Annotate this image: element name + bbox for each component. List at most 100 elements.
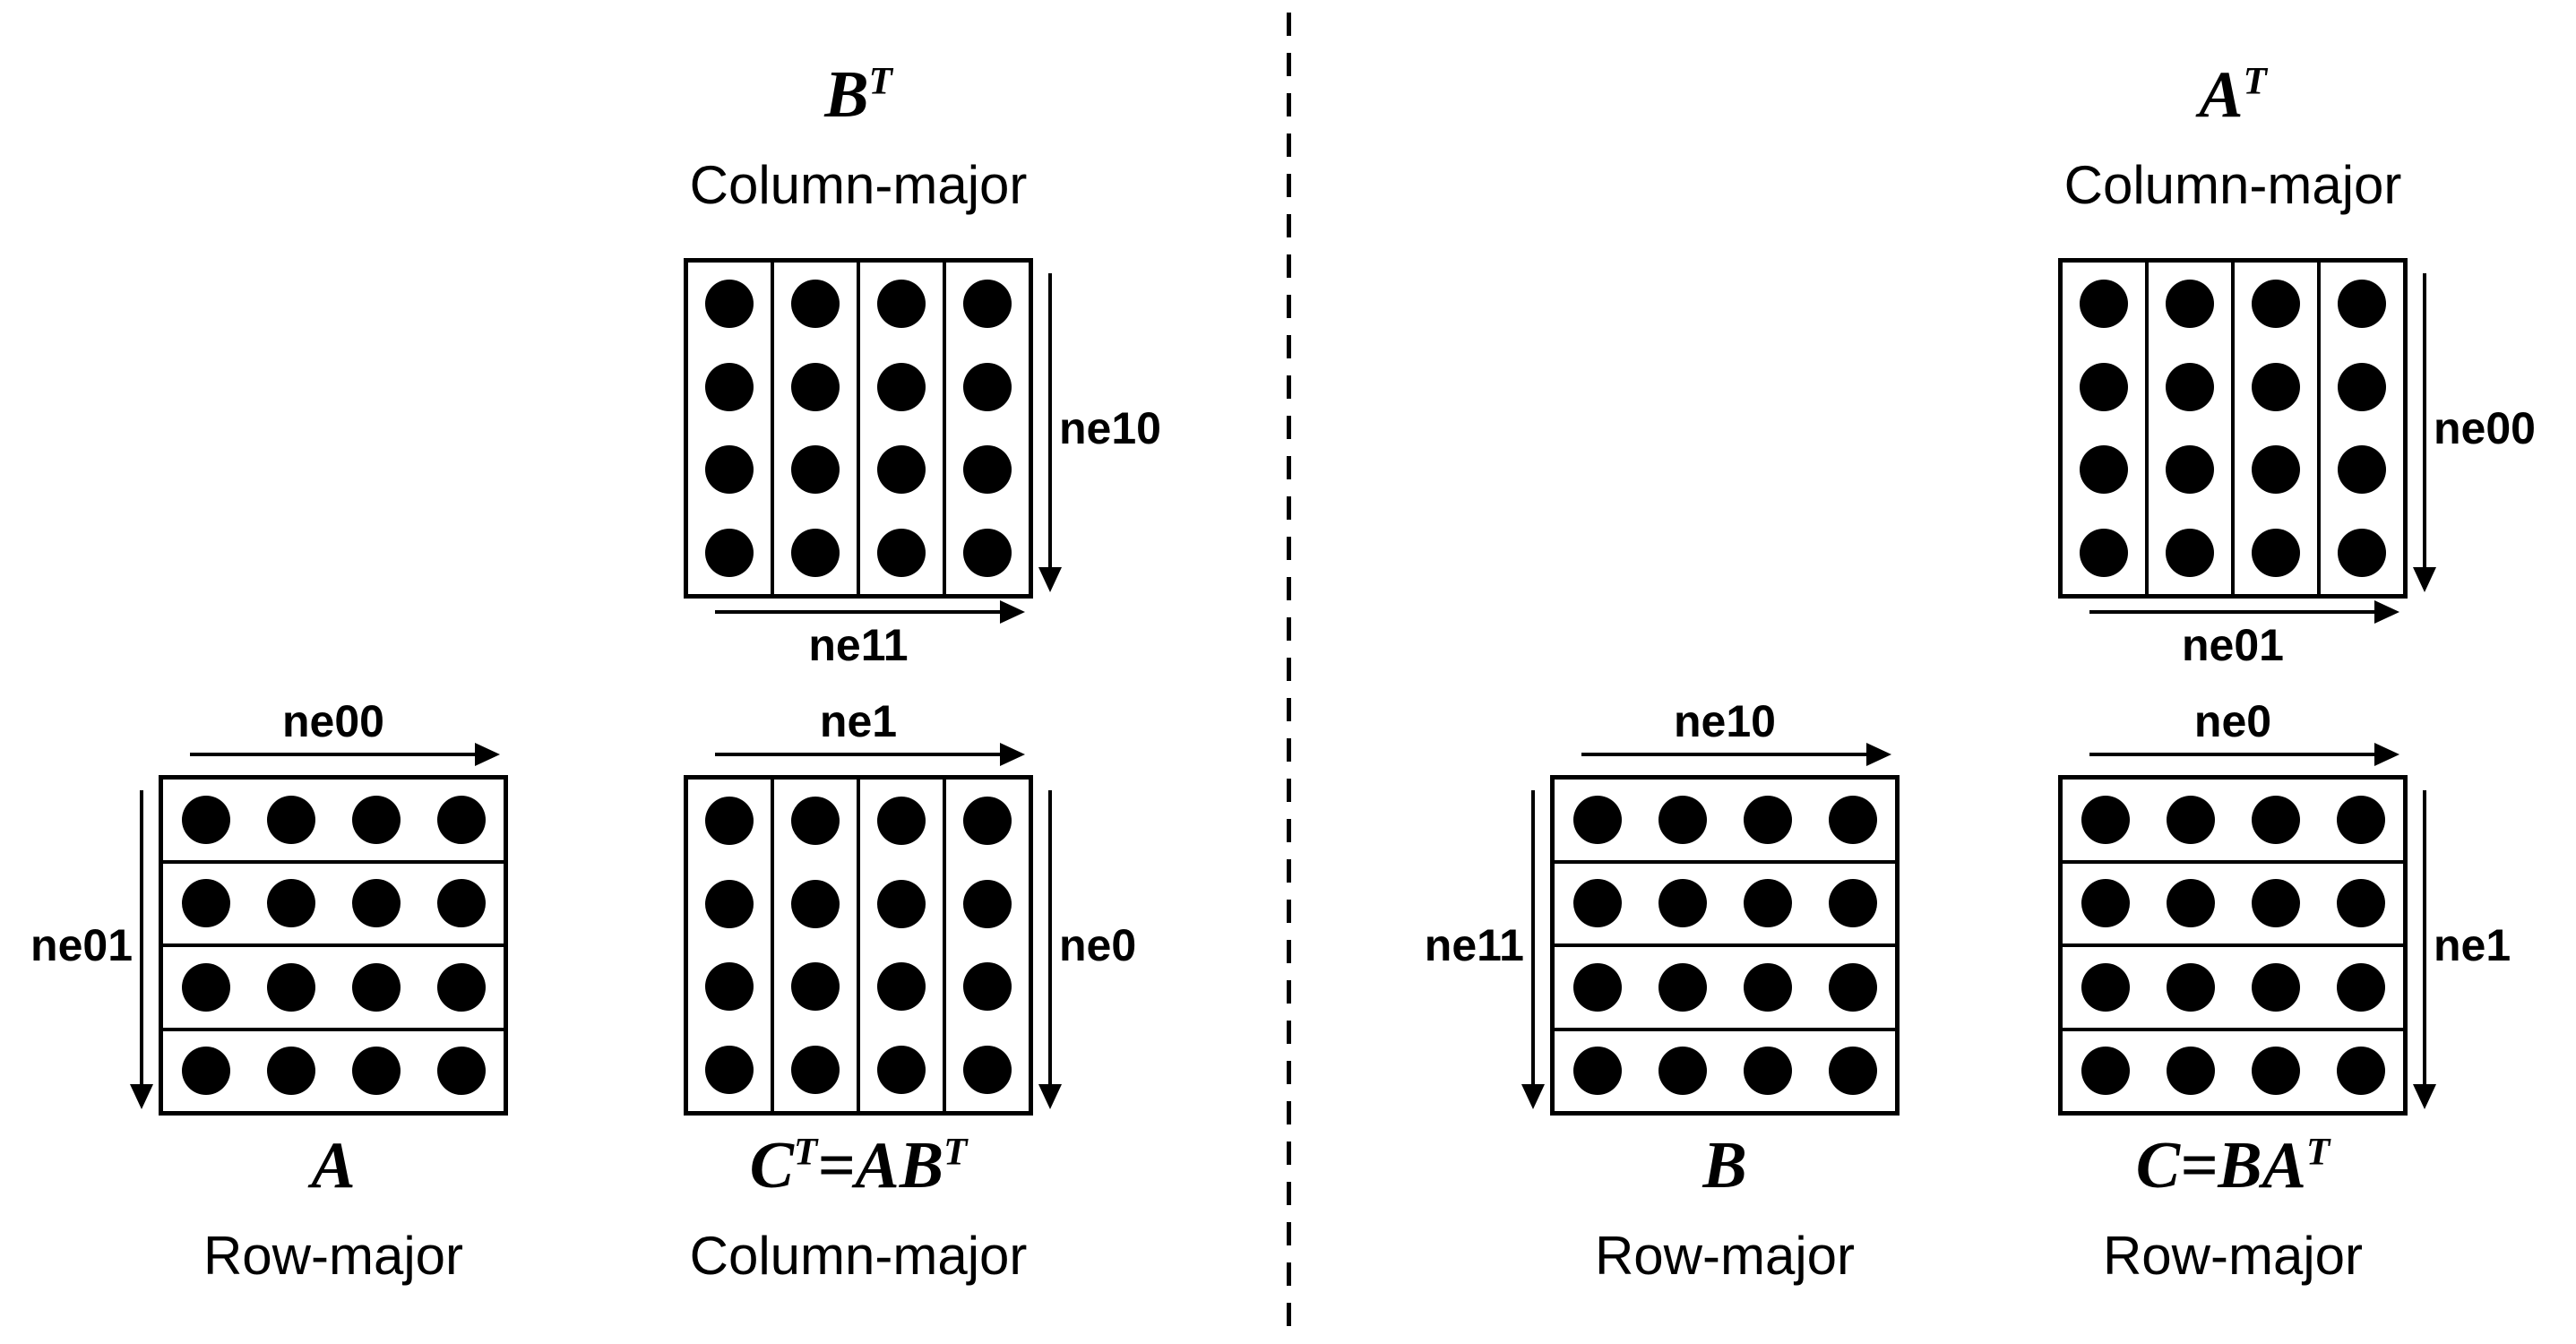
matrix-element-dot bbox=[436, 795, 486, 844]
matrix-element-dot bbox=[877, 962, 926, 1012]
matrix-grid bbox=[688, 263, 1029, 594]
arrow-right-icon bbox=[190, 753, 477, 756]
matrix-element-dot bbox=[963, 962, 1012, 1012]
matrix-element-dot bbox=[2336, 962, 2385, 1012]
matrix-element-dot bbox=[2251, 879, 2300, 928]
matrix-element-dot bbox=[963, 528, 1012, 577]
matrix-element-dot bbox=[705, 797, 754, 846]
matrix-element-dot bbox=[2166, 879, 2215, 928]
matrix-element-dot bbox=[1743, 962, 1792, 1012]
matrix-element-dot bbox=[2166, 962, 2215, 1012]
matrix-title: AT bbox=[2199, 58, 2267, 132]
superscript: T bbox=[868, 60, 892, 103]
matrix-a-transpose: AT Column-major ne00 ne01 bbox=[2058, 62, 2536, 668]
matrix-element-dot bbox=[963, 362, 1012, 411]
matrix-element-dot bbox=[705, 528, 754, 577]
dimension-label: ne10 bbox=[1674, 696, 1776, 746]
matrix-element-dot bbox=[2251, 1047, 2300, 1096]
matrix-element-dot bbox=[266, 1047, 315, 1096]
dimension-label: ne10 bbox=[1059, 403, 1161, 453]
matrix-element-dot bbox=[2338, 280, 2386, 329]
matrix-element-dot bbox=[2336, 795, 2385, 844]
matrix-element-dot bbox=[436, 962, 486, 1012]
dimension-label: ne1 bbox=[819, 696, 898, 746]
layout-label: Column-major bbox=[2063, 155, 2402, 215]
matrix-element-dot bbox=[266, 879, 315, 928]
matrix-element-dot bbox=[963, 1045, 1012, 1094]
row-stripe bbox=[1555, 1027, 1895, 1112]
arrow-down-icon bbox=[140, 790, 143, 1086]
panel-divider bbox=[1287, 13, 1291, 1331]
dimension-label: ne11 bbox=[1424, 920, 1524, 970]
matrix-element-dot bbox=[2080, 362, 2128, 411]
matrix-element-dot bbox=[1828, 962, 1877, 1012]
matrix-b: ne10 ne11 B Row-major bbox=[1425, 699, 1900, 1283]
column-stripe bbox=[857, 780, 943, 1111]
row-stripe bbox=[1555, 943, 1895, 1028]
dimension-label: ne11 bbox=[808, 620, 909, 670]
matrix-element-dot bbox=[351, 962, 401, 1012]
matrix-element-dot bbox=[791, 879, 840, 928]
matrix-title: C=BAT bbox=[2135, 1129, 2330, 1202]
matrix-element-dot bbox=[1572, 795, 1622, 844]
matrix-element-dot bbox=[791, 445, 840, 495]
column-stripe bbox=[771, 263, 857, 594]
matrix-element-dot bbox=[1572, 962, 1622, 1012]
row-stripe bbox=[163, 780, 504, 860]
column-stripe bbox=[688, 780, 771, 1111]
matrix-c-titles: C=BAT Row-major bbox=[2103, 1133, 2363, 1283]
matrix-element-dot bbox=[791, 1045, 840, 1094]
matrix-element-dot bbox=[705, 879, 754, 928]
matrix-b-transpose-titles: BT Column-major bbox=[690, 62, 1028, 212]
matrix-element-dot bbox=[2336, 879, 2385, 928]
matrix-element-dot bbox=[2251, 962, 2300, 1012]
matrix-c: ne0 ne1 C=BAT Row-major bbox=[2058, 699, 2511, 1283]
matrix-element-dot bbox=[705, 280, 754, 329]
matrix-element-dot bbox=[2081, 962, 2130, 1012]
matrix-element-dot bbox=[351, 795, 401, 844]
row-stripe bbox=[2063, 943, 2403, 1028]
matrix-element-dot bbox=[2081, 1047, 2130, 1096]
matrix-grid bbox=[2063, 263, 2403, 594]
dimension-label: ne0 bbox=[2193, 696, 2272, 746]
matrix-element-dot bbox=[791, 280, 840, 329]
matrix-element-dot bbox=[963, 445, 1012, 495]
dimension-label: ne1 bbox=[2434, 920, 2511, 970]
row-stripe bbox=[2063, 780, 2403, 860]
matrix-element-dot bbox=[1572, 879, 1622, 928]
matrix-element-dot bbox=[2338, 362, 2386, 411]
dimension-label: ne0 bbox=[1059, 920, 1137, 970]
arrow-down-icon bbox=[2423, 273, 2426, 569]
matrix-element-dot bbox=[2338, 445, 2386, 495]
matrix-element-dot bbox=[1658, 795, 1707, 844]
arrow-right-icon bbox=[2089, 610, 2376, 614]
matrix-element-dot bbox=[877, 528, 926, 577]
layout-label: Column-major bbox=[689, 155, 1028, 215]
matrix-element-dot bbox=[1743, 879, 1792, 928]
matrix-title: BT bbox=[824, 58, 892, 132]
superscript: T bbox=[2306, 1131, 2330, 1174]
matrix-element-dot bbox=[2080, 445, 2128, 495]
column-stripe bbox=[771, 780, 857, 1111]
matrix-element-dot bbox=[705, 1045, 754, 1094]
matrix-element-dot bbox=[877, 362, 926, 411]
matrix-element-dot bbox=[791, 362, 840, 411]
matrix-element-dot bbox=[436, 879, 486, 928]
matrix-element-dot bbox=[705, 362, 754, 411]
matrix-b-transpose: BT Column-major ne10 ne11 bbox=[684, 62, 1161, 668]
column-stripe bbox=[2317, 263, 2403, 594]
matrix-title: A bbox=[311, 1129, 356, 1202]
arrow-right-icon bbox=[715, 753, 1002, 756]
matrix-element-dot bbox=[877, 879, 926, 928]
matrix-grid bbox=[1555, 780, 1895, 1111]
matrix-element-dot bbox=[2166, 795, 2215, 844]
row-stripe bbox=[1555, 859, 1895, 944]
arrow-right-icon bbox=[1581, 753, 1868, 756]
row-stripe bbox=[163, 859, 504, 944]
matrix-element-dot bbox=[1828, 879, 1877, 928]
superscript: T bbox=[943, 1131, 968, 1174]
matrix-element-dot bbox=[963, 879, 1012, 928]
matrix-element-dot bbox=[963, 797, 1012, 846]
arrow-right-icon bbox=[2089, 753, 2376, 756]
